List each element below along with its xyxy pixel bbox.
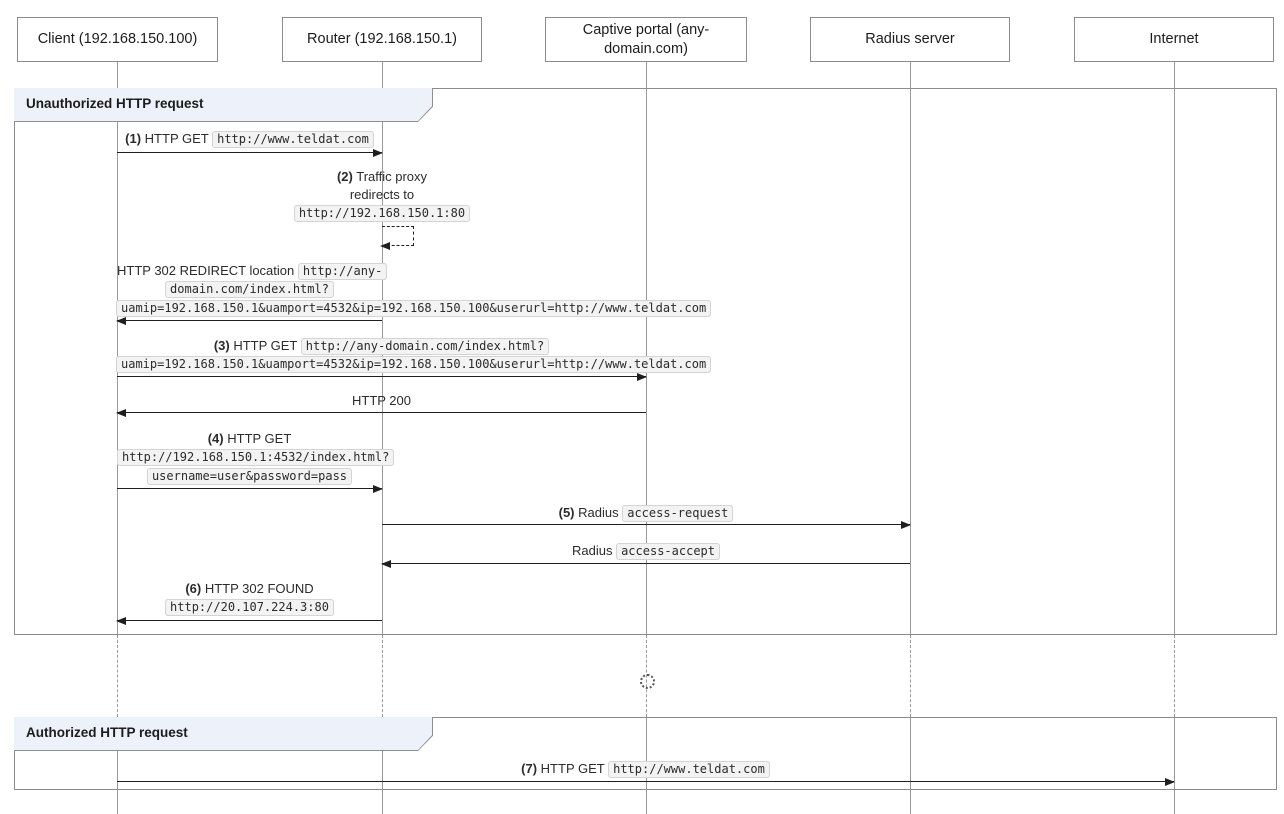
message-3-label-line1: HTTP 302 REDIRECT location http://any- bbox=[117, 262, 388, 281]
message-2-label-line2: redirects to bbox=[262, 186, 502, 204]
message-4-arrow bbox=[117, 373, 647, 381]
participant-client-label: Client (192.168.150.100) bbox=[37, 31, 198, 47]
message-3-label-line3: uamip=192.168.150.1&uamport=4532&ip=192.… bbox=[116, 299, 712, 318]
participant-internet: Internet bbox=[1074, 17, 1274, 62]
lifeline-radius-server-gap bbox=[910, 635, 911, 717]
lifeline-radius-server bbox=[910, 62, 911, 635]
message-3-url-query: uamip=192.168.150.1&uamport=4532&ip=192.… bbox=[116, 300, 712, 317]
frame-authorized: Authorized HTTP request bbox=[14, 717, 1277, 790]
message-7-radius-type: access-request bbox=[622, 505, 734, 522]
lifeline-client-gap bbox=[117, 635, 118, 717]
message-4-text: HTTP GET bbox=[233, 338, 298, 353]
message-5-arrow bbox=[116, 409, 646, 417]
message-7-label: (5) Radius access-request bbox=[382, 504, 910, 523]
message-4-label-line1: (3) HTTP GET http://any-domain.com/index… bbox=[117, 337, 646, 356]
message-6-credentials: username=user&password=pass bbox=[146, 468, 353, 485]
message-9-label-line2: http://20.107.224.3:80 bbox=[117, 598, 382, 617]
message-3-arrow bbox=[116, 317, 382, 325]
message-3-url-part2: domain.com/index.html? bbox=[165, 281, 334, 298]
message-7-text: Radius bbox=[578, 505, 619, 520]
message-1-label: (1) HTTP GET http://www.teldat.com bbox=[117, 130, 382, 149]
message-1-text: HTTP GET bbox=[144, 131, 209, 146]
message-3-label-line2: domain.com/index.html? bbox=[117, 280, 382, 299]
message-4-number: (3) bbox=[213, 338, 230, 353]
message-2-self-arrow bbox=[380, 226, 414, 250]
message-1-arrow bbox=[117, 149, 383, 157]
busy-cursor-icon bbox=[640, 674, 655, 689]
message-6-number: (4) bbox=[207, 431, 224, 446]
lifeline-router-gap bbox=[382, 635, 383, 717]
frame-unauthorized-title: Unauthorized HTTP request bbox=[14, 88, 432, 121]
message-2-label-line3: http://192.168.150.1:80 bbox=[262, 204, 502, 223]
message-5-text: HTTP 200 bbox=[351, 393, 411, 408]
frame-authorized-title: Authorized HTTP request bbox=[14, 717, 432, 750]
participant-captive-portal-label: Captive portal (any-domain.com) bbox=[582, 21, 710, 57]
participant-radius-server-label: Radius server bbox=[865, 31, 955, 47]
message-10-url: http://www.teldat.com bbox=[608, 761, 770, 778]
message-2-number: (2) bbox=[336, 169, 353, 184]
message-6-arrow bbox=[117, 485, 383, 493]
participant-router: Router (192.168.150.1) bbox=[282, 17, 482, 62]
message-10-text: HTTP GET bbox=[540, 761, 605, 776]
frame-authorized-tab: Authorized HTTP request bbox=[14, 717, 433, 751]
message-9-label-line1: (6) HTTP 302 FOUND bbox=[117, 580, 382, 598]
message-9-text: HTTP 302 FOUND bbox=[204, 581, 314, 596]
message-10-arrow bbox=[117, 778, 1175, 786]
message-6-label-line1: (4) HTTP GET bbox=[117, 430, 382, 448]
participant-internet-label: Internet bbox=[1149, 31, 1199, 47]
message-2-text1: Traffic proxy bbox=[356, 169, 428, 184]
participant-radius-server: Radius server bbox=[810, 17, 1010, 62]
message-1-url: http://www.teldat.com bbox=[212, 131, 374, 148]
message-2-url: http://192.168.150.1:80 bbox=[293, 205, 471, 222]
message-4-label-line2: uamip=192.168.150.1&uamport=4532&ip=192.… bbox=[116, 355, 712, 374]
message-8-text: Radius bbox=[571, 543, 613, 558]
lifeline-router-bottom bbox=[382, 717, 383, 814]
message-4-url-part1: http://any-domain.com/index.html? bbox=[300, 338, 550, 355]
lifeline-internet-gap bbox=[1174, 635, 1175, 717]
lifeline-client bbox=[117, 62, 118, 635]
lifeline-internet bbox=[1174, 62, 1175, 635]
message-9-arrow bbox=[116, 617, 382, 625]
message-6-url: http://192.168.150.1:4532/index.html? bbox=[117, 449, 395, 466]
frame-unauthorized: Unauthorized HTTP request bbox=[14, 88, 1277, 635]
frame-unauthorized-tab: Unauthorized HTTP request bbox=[14, 88, 433, 122]
message-5-label: HTTP 200 bbox=[117, 392, 646, 410]
message-8-radius-type: access-accept bbox=[616, 543, 720, 560]
participant-client: Client (192.168.150.100) bbox=[17, 17, 218, 62]
message-8-label: Radius access-accept bbox=[382, 542, 910, 561]
participant-captive-portal: Captive portal (any-domain.com) bbox=[545, 17, 747, 62]
lifeline-client-bottom bbox=[117, 717, 118, 814]
message-10-label: (7) HTTP GET http://www.teldat.com bbox=[117, 760, 1174, 779]
message-9-number: (6) bbox=[185, 581, 202, 596]
message-7-number: (5) bbox=[558, 505, 575, 520]
message-2-label-line1: (2) Traffic proxy bbox=[262, 168, 502, 186]
message-1-number: (1) bbox=[125, 131, 142, 146]
message-8-arrow bbox=[381, 560, 910, 568]
message-9-url: http://20.107.224.3:80 bbox=[165, 599, 334, 616]
message-2-text2: redirects to bbox=[349, 187, 415, 202]
message-6-label-line3: username=user&password=pass bbox=[117, 467, 382, 486]
message-4-url-query: uamip=192.168.150.1&uamport=4532&ip=192.… bbox=[116, 356, 712, 373]
message-10-number: (7) bbox=[521, 761, 538, 776]
lifeline-internet-bottom bbox=[1174, 717, 1175, 814]
message-3-text: HTTP 302 REDIRECT location bbox=[117, 263, 295, 278]
lifeline-captive-portal bbox=[646, 62, 647, 635]
message-6-text: HTTP GET bbox=[227, 431, 292, 446]
message-6-label-line2: http://192.168.150.1:4532/index.html? bbox=[117, 448, 395, 467]
participant-router-label: Router (192.168.150.1) bbox=[307, 31, 457, 47]
message-7-arrow bbox=[382, 521, 911, 529]
lifeline-radius-server-bottom bbox=[910, 717, 911, 814]
message-3-url-part1: http://any- bbox=[297, 263, 388, 280]
